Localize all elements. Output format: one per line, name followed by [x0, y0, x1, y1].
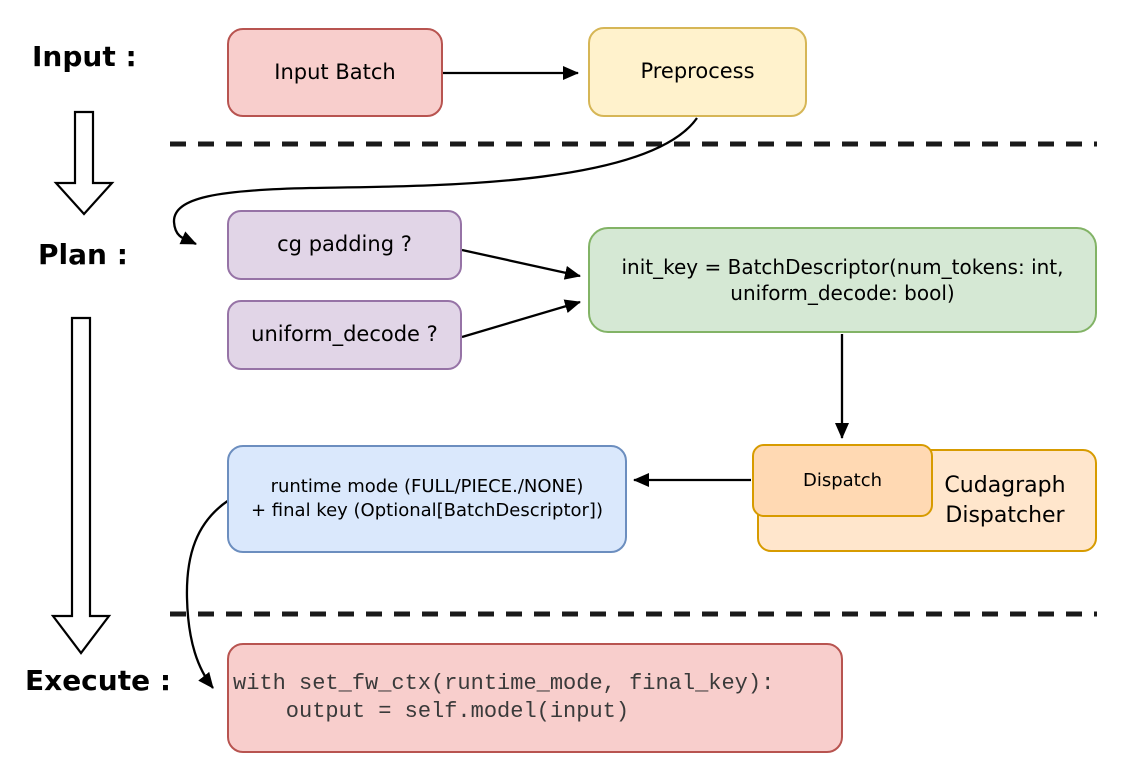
hollow-arrow-input-to-plan	[53, 110, 115, 216]
node-runtime-result: runtime mode (FULL/PIECE./NONE) + final …	[227, 445, 627, 553]
execute-code-line2: output = self.model(input)	[233, 699, 630, 724]
hollow-arrow-plan-to-execute	[50, 316, 112, 655]
node-uniform-decode: uniform_decode ?	[227, 300, 462, 370]
node-cg-padding-label: cg padding ?	[277, 232, 412, 257]
curve-runtime-to-execute	[185, 499, 230, 689]
node-cudagraph-line2: Dispatcher	[945, 502, 1065, 528]
node-init-key-line2: uniform_decode: bool)	[730, 281, 955, 305]
node-runtime-line1: runtime mode (FULL/PIECE./NONE)	[270, 476, 584, 498]
node-runtime-line2: + final key (Optional[BatchDescriptor])	[251, 500, 603, 521]
node-preprocess: Preprocess	[588, 27, 807, 117]
node-init-key-line1: init_key = BatchDescriptor(num_tokens: i…	[621, 254, 1064, 279]
node-preprocess-label: Preprocess	[640, 59, 755, 84]
arrow-uniformdecode-to-initkey	[461, 299, 581, 339]
node-execute-code: with set_fw_ctx(runtime_mode, final_key)…	[227, 643, 843, 753]
section-label-execute: Execute :	[25, 664, 172, 697]
execute-code-line1: with set_fw_ctx(runtime_mode, final_key)…	[233, 671, 775, 696]
section-label-plan: Plan :	[38, 238, 128, 271]
node-dispatch: Dispatch	[752, 444, 933, 517]
node-dispatch-label: Dispatch	[802, 469, 883, 491]
arrow-cgpadding-to-initkey	[461, 248, 581, 280]
node-input-batch: Input Batch	[227, 28, 443, 117]
section-label-input: Input :	[32, 40, 137, 73]
curve-preprocess-to-cgpadding	[172, 117, 698, 246]
node-uniform-decode-label: uniform_decode ?	[251, 322, 438, 347]
node-init-key: init_key = BatchDescriptor(num_tokens: i…	[588, 227, 1097, 333]
node-input-batch-label: Input Batch	[274, 59, 396, 84]
node-cg-padding: cg padding ?	[227, 210, 462, 280]
node-cudagraph-line1: Cudagraph	[944, 473, 1066, 499]
